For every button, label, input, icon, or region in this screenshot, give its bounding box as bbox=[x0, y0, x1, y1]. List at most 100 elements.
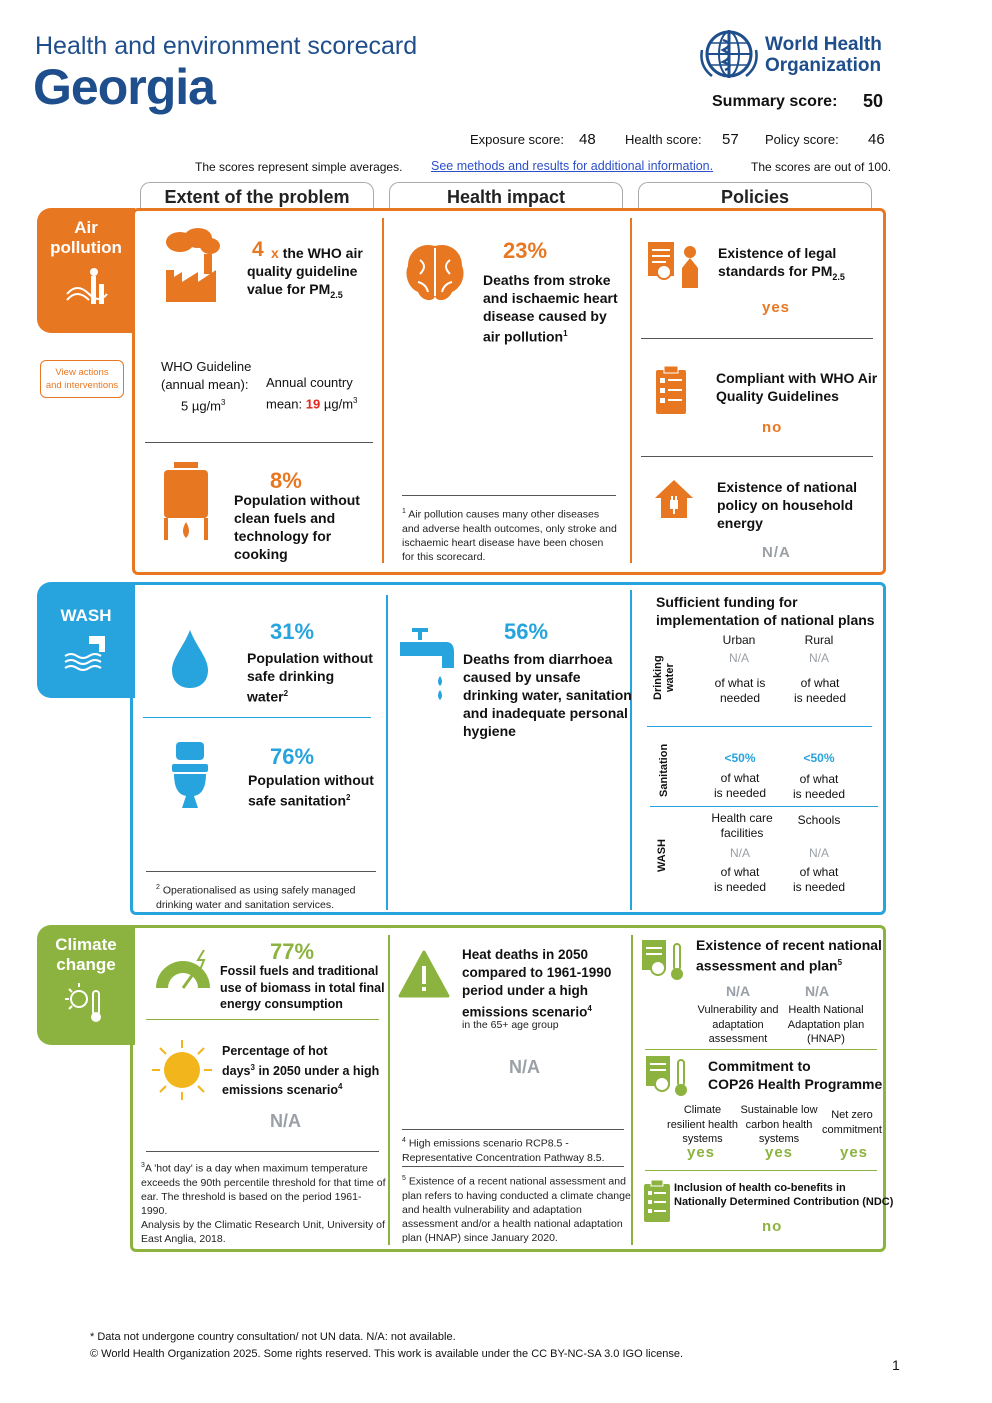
wash-water-icon bbox=[64, 636, 105, 671]
cooking-stove-icon bbox=[160, 462, 212, 547]
house-energy-icon bbox=[653, 478, 695, 525]
annual-mean-value: 19 bbox=[305, 396, 321, 412]
air-factory-icon bbox=[66, 268, 108, 304]
toilet-icon bbox=[170, 742, 210, 815]
summary-score-label: Summary score: bbox=[712, 93, 838, 110]
ndc-checklist-icon bbox=[642, 1179, 672, 1229]
policy-legal-standards: Existence of legal standards for PM2.5 bbox=[718, 245, 845, 282]
net-zero-value: yes bbox=[840, 1144, 869, 1161]
vulnerability-caption: Vulnerability and adaptation assessment bbox=[697, 1004, 779, 1045]
dw-rural-value: N/A bbox=[808, 651, 829, 665]
summary-score-value: 50 bbox=[863, 91, 884, 111]
hot-days-value: N/A bbox=[270, 1111, 301, 1131]
rural-header: Rural bbox=[804, 633, 834, 647]
ndc-value: no bbox=[762, 1218, 783, 1235]
air-pollution-panel bbox=[132, 208, 886, 575]
san-urban-value: <50% bbox=[724, 751, 756, 765]
who-emblem-icon bbox=[698, 26, 760, 82]
air-footnote: 1 Air pollution causes many other diseas… bbox=[402, 508, 617, 563]
health-care-facilities-header: Health care facilities bbox=[711, 811, 773, 840]
health-score-label: Health score: bbox=[625, 132, 702, 147]
wash-panel bbox=[130, 582, 886, 915]
fossil-label: Fossil fuels and traditional use of biom… bbox=[220, 964, 385, 1011]
funding-heading: Sufficient funding for implementation of… bbox=[656, 594, 875, 628]
methods-link[interactable]: See methods and results for additional i… bbox=[431, 159, 714, 173]
water-percent: 31% bbox=[270, 619, 315, 644]
factory-pollution-icon bbox=[160, 226, 222, 309]
recent-assessment-heading: Existence of recent national assessment … bbox=[696, 937, 882, 974]
clipboard-checklist-icon bbox=[654, 365, 688, 421]
air-times-text: x the WHO air quality guideline value fo… bbox=[247, 245, 363, 300]
air-times-value: 4 bbox=[252, 238, 264, 261]
heat-deaths-age-group: in the 65+ age group bbox=[462, 1019, 559, 1031]
schools-value: N/A bbox=[808, 846, 829, 860]
cooking-percent: 8% bbox=[270, 468, 302, 493]
policy-score-label: Policy score: bbox=[765, 132, 839, 147]
page-number: 1 bbox=[892, 1357, 900, 1373]
health-score-value: 57 bbox=[722, 131, 739, 148]
wash-footnote: 2 Operationalised as using safely manage… bbox=[156, 884, 356, 911]
climate-resilient-value: yes bbox=[687, 1144, 716, 1161]
fossil-percent: 77% bbox=[270, 939, 315, 964]
policy-score-value: 46 bbox=[868, 131, 885, 148]
hnap-caption: Health National Adaptation plan (HNAP) bbox=[787, 1004, 865, 1045]
air-deaths-label: Deaths from stroke and ischaemic heart d… bbox=[483, 272, 618, 345]
sanitation-row-label: Sanitation bbox=[658, 743, 670, 797]
urban-header: Urban bbox=[722, 633, 756, 647]
wash-side-label: WASH bbox=[37, 582, 135, 698]
dw-rural-caption: of what is needed bbox=[793, 676, 847, 705]
cop26-document-icon bbox=[644, 1054, 692, 1103]
policy-household-energy: Existence of national policy on househol… bbox=[717, 479, 858, 531]
diarrhoea-label: Deaths from diarrhoea caused by unsafe d… bbox=[463, 651, 632, 739]
heat-deaths-value: N/A bbox=[509, 1057, 540, 1077]
ndc-heading: Inclusion of health co-benefits in Natio… bbox=[674, 1182, 894, 1208]
country-title: Georgia bbox=[33, 59, 216, 115]
warning-triangle-icon bbox=[398, 950, 450, 1005]
san-rural-value: <50% bbox=[803, 751, 835, 765]
climate-side-label: Climate change bbox=[37, 925, 135, 1045]
out-of-note: The scores are out of 100. bbox=[751, 160, 892, 174]
cooking-label: Population without clean fuels and techn… bbox=[234, 492, 360, 562]
assessment-document-icon bbox=[640, 938, 688, 987]
assessment-footnote: 5 Existence of a recent national assessm… bbox=[402, 1175, 631, 1244]
hcf-caption: of what is needed bbox=[713, 865, 767, 894]
sun-icon bbox=[148, 1038, 216, 1107]
policy-household-energy-value: N/A bbox=[762, 544, 791, 561]
view-actions-button[interactable]: View actions and interventions bbox=[40, 360, 124, 398]
water-label: Population without safe drinking water2 bbox=[247, 650, 373, 705]
diarrhoea-percent: 56% bbox=[504, 619, 549, 644]
footer-note: * Data not undergone country consultatio… bbox=[90, 1331, 456, 1343]
low-carbon-value: yes bbox=[765, 1144, 794, 1161]
sanitation-percent: 76% bbox=[270, 744, 315, 769]
emissions-footnote: 4 High emissions scenario RCP8.5 - Repre… bbox=[402, 1137, 605, 1164]
averages-note: The scores represent simple averages. bbox=[195, 160, 403, 174]
hot-days-label: Percentage of hot days3 in 2050 under a … bbox=[222, 1044, 380, 1098]
legal-document-icon bbox=[646, 238, 708, 297]
tap-icon bbox=[398, 626, 456, 705]
annual-mean-text: Annual country mean: 19 µg/m3 bbox=[266, 375, 358, 412]
tab-impact: Health impact bbox=[389, 182, 623, 210]
energy-gauge-icon bbox=[152, 948, 214, 999]
footer-copyright: © World Health Organization 2025. Some r… bbox=[90, 1348, 684, 1360]
water-drop-icon bbox=[170, 628, 210, 695]
san-urban-caption: of what is needed bbox=[713, 771, 767, 800]
who-guideline-text: WHO Guideline (annual mean): 5 µg/m3 bbox=[161, 359, 252, 414]
san-rural-caption: of what is needed bbox=[792, 772, 846, 801]
vulnerability-value: N/A bbox=[725, 983, 751, 999]
wash-row-label: WASH bbox=[656, 839, 668, 872]
dw-urban-caption: of what is needed bbox=[714, 676, 766, 705]
brain-icon bbox=[402, 240, 468, 311]
scorecard-subtitle: Health and environment scorecard bbox=[35, 32, 418, 60]
tab-policies: Policies bbox=[638, 182, 872, 210]
low-carbon-caption: Sustainable low carbon health systems bbox=[740, 1104, 818, 1145]
who-wordmark: World Health Organization bbox=[765, 34, 882, 76]
sanitation-label: Population without safe sanitation2 bbox=[248, 772, 374, 809]
air-pollution-side-label: Air pollution bbox=[37, 208, 135, 333]
climate-thermometer-icon bbox=[65, 983, 101, 1022]
tab-extent: Extent of the problem bbox=[140, 182, 374, 210]
climate-resilient-caption: Climate resilient health systems bbox=[667, 1104, 738, 1145]
policy-who-compliance: Compliant with WHO Air Quality Guideline… bbox=[716, 370, 878, 404]
exposure-score-value: 48 bbox=[579, 131, 596, 148]
drinking-water-label: Drinking water bbox=[652, 655, 676, 700]
cop26-heading: Commitment to COP26 Health Programme bbox=[708, 1058, 883, 1092]
